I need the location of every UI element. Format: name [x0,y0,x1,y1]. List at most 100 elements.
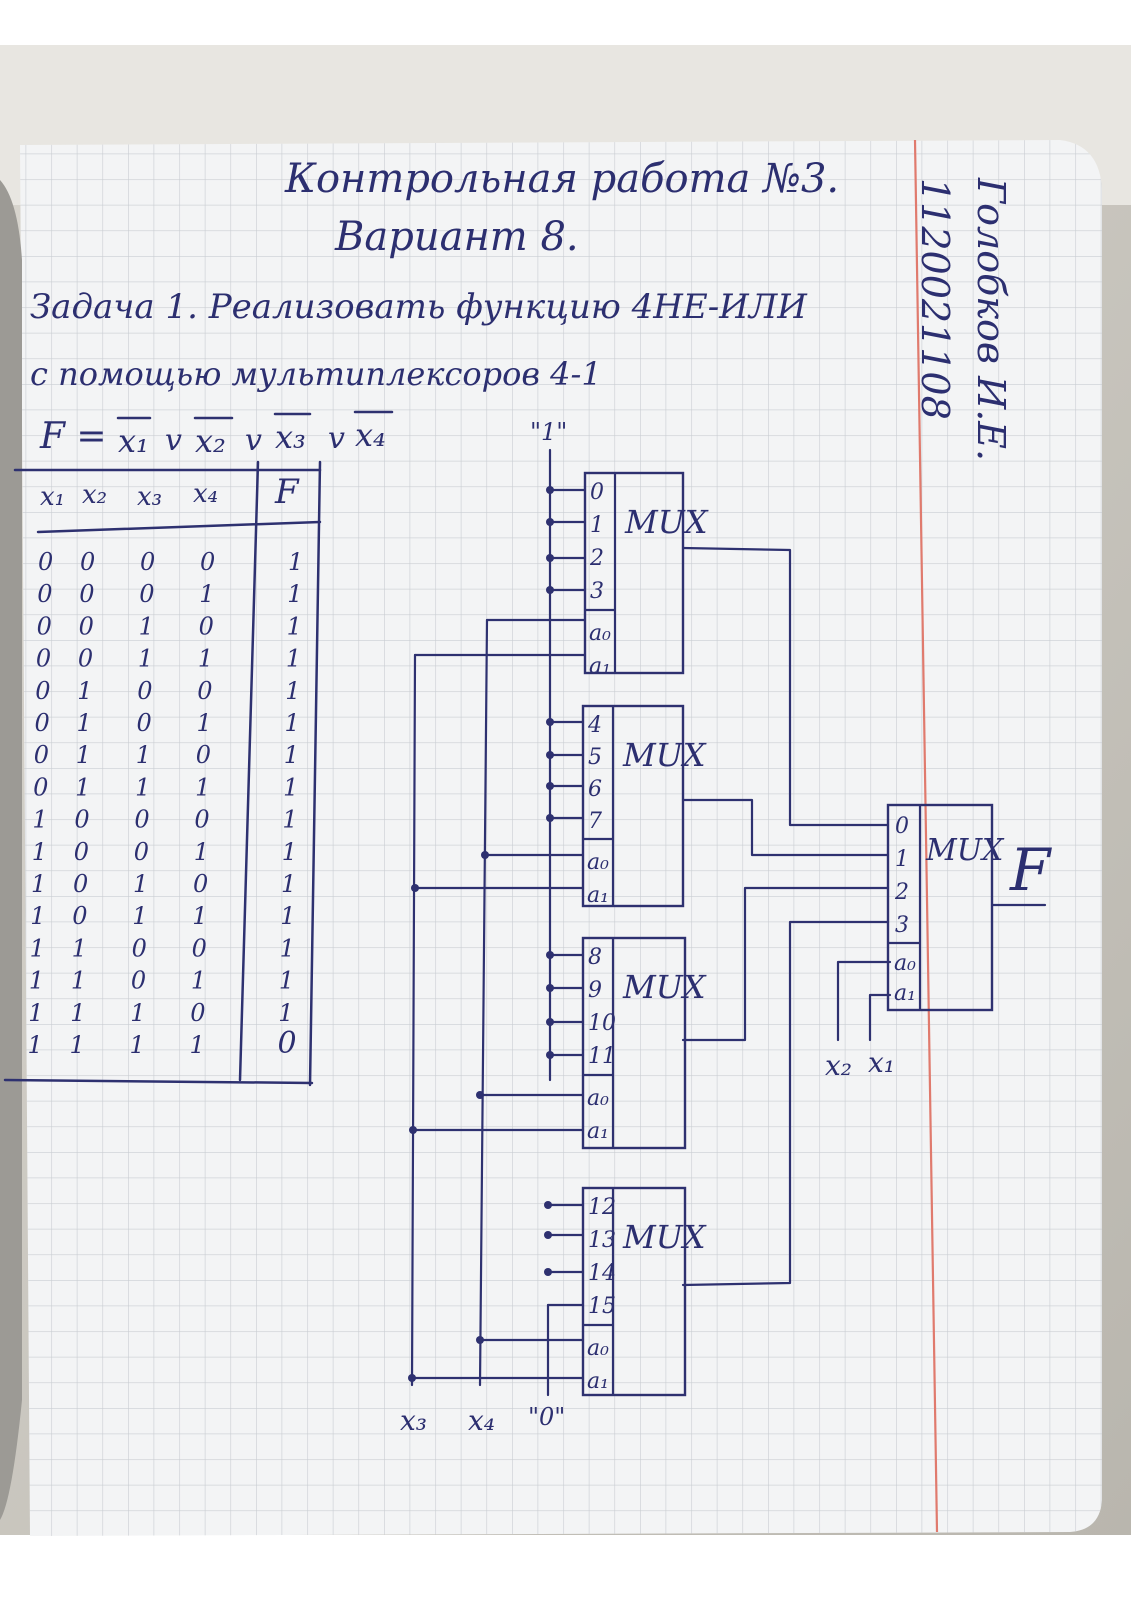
table-cell: 0 [194,806,209,834]
final-mux-input-number: 3 [895,913,909,938]
table-cell: 1 [28,1031,43,1059]
table-cell: 1 [197,709,212,737]
mux-label: MUX [925,833,1005,868]
table-cell: 0 [79,580,94,608]
table-cell: 0 [193,870,208,898]
table-cell: 1 [29,967,44,995]
table-cell: 1 [288,548,303,576]
table-cell: 1 [136,741,151,769]
header-f: F [274,472,300,512]
table-cell: 1 [194,838,209,866]
mux-label: MUX [624,503,709,541]
formula-term-2: x₂ [195,422,226,460]
final-mux-input-number: 2 [894,880,909,905]
final-mux-select-label: a₀ [894,951,916,976]
margin-line [913,139,939,1533]
left-page-edge [0,180,22,1520]
mux-input-number: 4 [587,713,602,738]
mux-input-number: 3 [590,579,604,604]
header-x4: x₄ [193,479,218,509]
formula-op-1: v [165,423,182,458]
table-cell: 1 [278,999,293,1027]
table-cell: 1 [30,934,45,962]
final-output-label: F [1009,836,1052,904]
table-cell: 1 [190,1031,205,1059]
title-text: Контрольная работа №3. [284,156,839,202]
table-cell: 1 [281,870,296,898]
table-cell: 1 [139,612,154,640]
table-cell: 0 [79,612,94,640]
formula-op-2: v [245,423,262,458]
mux-input-number: 6 [588,777,602,802]
table-cell: 1 [28,999,43,1027]
table-cell: 1 [130,1031,145,1059]
table-cell: 1 [138,645,153,673]
mux-input-number: 2 [589,546,604,571]
table-cell: 0 [73,870,88,898]
header-x2: x₂ [82,480,107,510]
table-cell: 1 [285,677,300,705]
table-cell: 0 [37,580,52,608]
table-cell: 1 [283,773,298,801]
group-number: 1120021108 [913,178,957,420]
table-cell: 0 [72,902,87,930]
table-cell: 1 [287,612,302,640]
table-cell: 0 [132,934,147,962]
circuit-wiring [408,448,1047,1397]
table-cell: 0 [137,709,152,737]
table-cell: 0 [33,773,48,801]
table-cell: 0 [37,612,52,640]
table-cell: 1 [192,902,207,930]
table-cell: 0 [38,548,53,576]
mux-input-number: 8 [588,945,602,970]
mux-input-number: 11 [588,1044,616,1069]
header-x1: x₁ [40,482,65,512]
author-name: Голобков И.Е. [969,177,1013,461]
mux-select-label: a₁ [587,1369,609,1394]
table-cell: 1 [282,806,297,834]
final-select-x2: x₂ [825,1049,852,1082]
table-cell: 0 [134,838,149,866]
bottom-input-x3: x₃ [400,1404,427,1437]
table-cell: 1 [195,773,210,801]
table-cell: 0 [200,548,215,576]
const-zero-label: "0" [528,1403,565,1431]
notebook-page [0,139,1102,1536]
table-cell: 1 [77,709,92,737]
table-cell: 1 [70,1031,85,1059]
table-cell: 0 [80,548,95,576]
table-cell: 1 [72,934,87,962]
final-mux-input-number: 1 [895,847,909,872]
formula: F = x₁ v x₂ v x₃ v x₄ [39,410,394,460]
table-cell: 1 [32,806,47,834]
mux-input-number: 14 [588,1261,616,1286]
mux-select-label: a₀ [587,1086,609,1111]
mux-label: MUX [622,1218,707,1256]
mux-select-label: a₁ [587,1119,609,1144]
table-cell: 1 [77,677,92,705]
table-cell: 1 [282,838,297,866]
formula-term-4: x₄ [355,416,386,454]
mux-select-label: a₀ [587,1336,609,1361]
final-mux-input-number: 0 [895,814,909,839]
table-cell: 1 [32,838,47,866]
table-cell: 1 [71,967,86,995]
table-cell: 1 [280,902,295,930]
mux-input-number: 10 [588,1011,616,1036]
table-cell: 0 [197,677,212,705]
table-cell: 0 [196,741,211,769]
mux-input-number: 13 [588,1228,616,1253]
table-cell: 0 [36,645,51,673]
table-cell: 1 [191,967,206,995]
table-cell: 0 [35,677,50,705]
table-cell: 1 [75,773,90,801]
mux-select-label: a₁ [589,654,611,679]
table-cell: 1 [76,741,91,769]
table-cell: 0 [134,806,149,834]
table-cell: 1 [31,870,46,898]
